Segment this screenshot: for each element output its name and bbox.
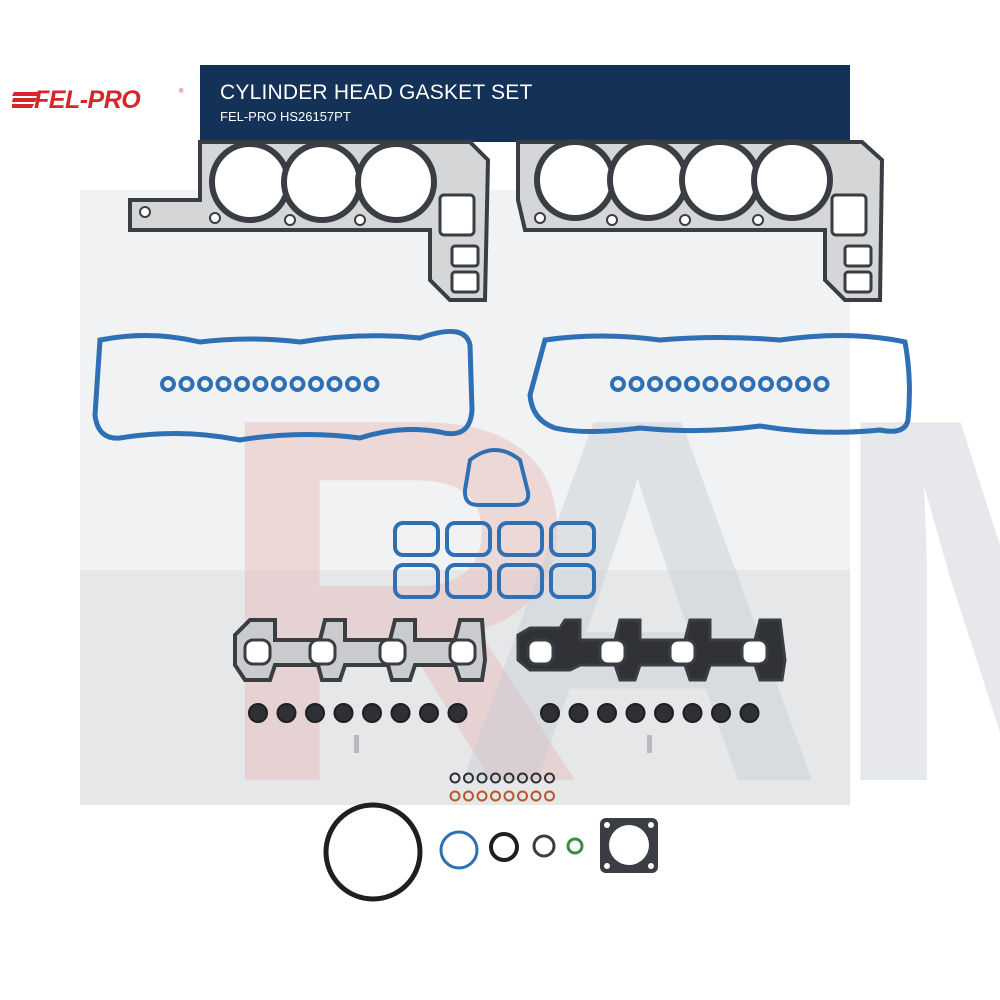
stem-seal <box>419 703 439 723</box>
small-o-ring-orange <box>463 790 474 802</box>
tube-seal <box>739 376 756 392</box>
tube-seal <box>813 376 830 392</box>
tube-seal <box>795 376 811 392</box>
tube-seal <box>363 376 380 392</box>
stem-seal <box>568 703 589 723</box>
tube-seal <box>197 376 213 392</box>
stem-seal <box>305 703 325 723</box>
part-number: FEL-PRO HS26157PT <box>220 109 351 124</box>
watermark-letter-r: R <box>210 310 586 891</box>
tube-seal <box>271 376 287 392</box>
small-o-ring-black <box>476 772 488 784</box>
tube-seal <box>289 376 306 392</box>
product-title: CYLINDER HEAD GASKET SET <box>220 81 533 104</box>
dowel-pin-left <box>354 735 359 753</box>
small-o-ring-orange <box>517 790 528 802</box>
tube-seal <box>252 376 269 392</box>
small-o-ring-orange <box>476 790 488 802</box>
intake-manifold-gaskets <box>393 521 596 599</box>
spark-plug-tube-seals-left <box>160 376 380 392</box>
small-o-ring-black <box>530 772 542 784</box>
exhaust-gasket-right <box>516 618 787 682</box>
tube-seal <box>776 376 793 392</box>
intake-port-gasket <box>497 521 544 557</box>
intake-port-gasket <box>393 563 440 599</box>
tube-seal <box>234 376 250 392</box>
small-o-ring-orange <box>530 790 542 802</box>
green-o-ring <box>566 837 584 855</box>
gray-o-ring <box>532 834 556 858</box>
tube-seal <box>160 376 176 392</box>
logo-wordmark: FEL-PRO <box>34 86 141 114</box>
tube-seal <box>215 376 232 392</box>
tube-seal <box>178 376 195 392</box>
stem-seal <box>362 703 382 723</box>
tube-seal <box>721 376 737 392</box>
tube-seal <box>610 376 626 392</box>
stem-seal <box>739 703 760 723</box>
stem-seal <box>333 703 354 723</box>
small-o-ring-black <box>449 772 461 784</box>
exhaust-gasket-left <box>233 618 488 682</box>
tube-seal <box>345 376 361 392</box>
small-o-ring-black <box>503 772 515 784</box>
small-o-ring-black <box>544 772 555 784</box>
blue-o-ring <box>439 830 479 870</box>
intake-port-gasket <box>549 521 596 557</box>
small-o-ring-orange <box>449 790 461 802</box>
stem-seal <box>276 703 297 723</box>
intake-port-gasket <box>497 563 544 599</box>
small-o-ring-black <box>517 772 528 784</box>
stem-seal <box>682 703 703 723</box>
throttle-body-gasket <box>600 818 658 873</box>
svg-text:®: ® <box>179 88 184 95</box>
stem-seal <box>625 703 646 723</box>
tube-seal <box>647 376 663 392</box>
tube-seal <box>628 376 645 392</box>
small-o-rings <box>449 772 555 802</box>
tube-seal <box>702 376 719 392</box>
small-o-ring-orange <box>544 790 555 802</box>
felpro-logo: FEL-PRO ® <box>12 86 184 114</box>
intake-port-gasket <box>549 563 596 599</box>
tube-seal <box>684 376 700 392</box>
cover-gasket-small <box>462 448 531 507</box>
tube-seal <box>326 376 343 392</box>
spark-plug-tube-seals-right <box>610 376 830 392</box>
intake-port-gasket <box>445 521 492 557</box>
valve-cover-gasket-right <box>527 332 912 435</box>
stem-seal <box>390 703 411 723</box>
small-o-ring-black <box>463 772 474 784</box>
intake-port-gasket <box>393 521 440 557</box>
small-o-ring-black <box>490 772 501 784</box>
black-o-ring <box>489 832 519 862</box>
valve-stem-seals <box>248 703 760 723</box>
small-o-ring-orange <box>490 790 501 802</box>
stem-seal <box>654 703 674 723</box>
stem-seal <box>447 703 468 723</box>
title-banner: CYLINDER HEAD GASKET SET FEL-PRO HS26157… <box>200 65 850 142</box>
tube-seal <box>665 376 682 392</box>
tube-seal <box>758 376 774 392</box>
valve-cover-gasket-left <box>92 328 475 443</box>
stem-seal <box>711 703 731 723</box>
large-o-ring <box>323 802 423 902</box>
stem-seal <box>248 703 268 723</box>
stem-seal <box>540 703 560 723</box>
dowel-pin-right <box>647 735 652 753</box>
head-gasket-left <box>128 140 491 302</box>
stem-seal <box>597 703 617 723</box>
intake-port-gasket <box>445 563 492 599</box>
head-gasket-right <box>516 139 885 302</box>
small-o-ring-orange <box>503 790 515 802</box>
tube-seal <box>308 376 324 392</box>
